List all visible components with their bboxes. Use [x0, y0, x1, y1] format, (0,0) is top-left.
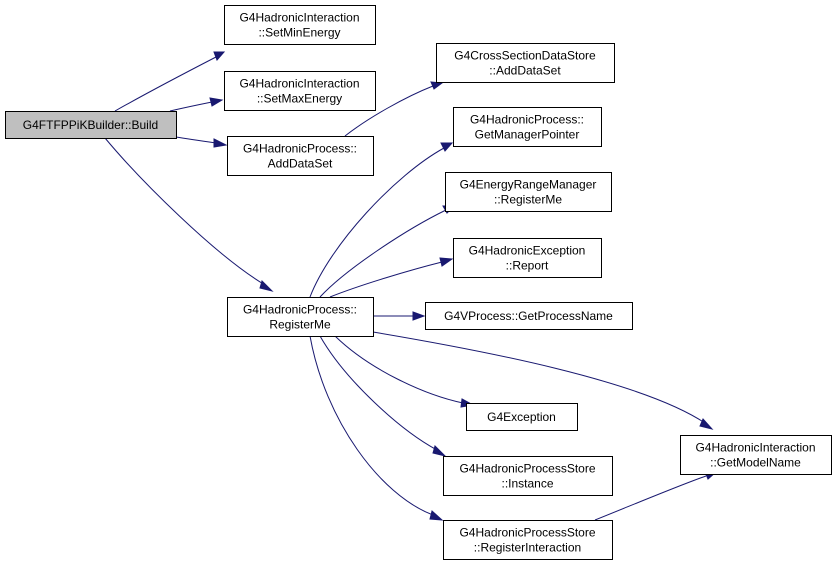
arrowhead-icon [213, 138, 228, 148]
node-label: G4HadronicProcessStore [459, 462, 595, 476]
edge-line [334, 335, 464, 404]
node-report[interactable]: G4HadronicException::Report [453, 238, 602, 278]
node-modelname[interactable]: G4HadronicInteraction::GetModelName [680, 435, 832, 475]
node-label: G4HadronicInteraction [239, 77, 359, 91]
edge-line [372, 331, 706, 424]
node-label: ::GetModelName [710, 456, 801, 470]
node-box[interactable] [443, 456, 613, 496]
edge-line [169, 101, 213, 112]
node-box[interactable] [5, 111, 177, 139]
node-box[interactable] [425, 302, 633, 330]
node-box[interactable] [453, 107, 602, 147]
node-label: G4HadronicInteraction [239, 11, 359, 25]
node-label: ::Report [506, 259, 549, 273]
arrowhead-icon [699, 418, 714, 430]
edge-line [319, 335, 438, 451]
edge-line [344, 85, 434, 137]
node-build[interactable]: G4FTFPPiKBuilder::Build [5, 111, 177, 139]
node-procname[interactable]: G4VProcess::GetProcessName [425, 302, 633, 330]
arrowhead-icon [429, 510, 444, 521]
edge-build-to-setmax [169, 97, 224, 112]
arrowhead-icon [430, 81, 444, 90]
node-label: G4HadronicInteraction [695, 441, 815, 455]
edge-register-to-report [329, 257, 454, 298]
node-register[interactable]: G4HadronicProcess::RegisterMe [227, 297, 374, 337]
node-label: G4FTFPPiKBuilder::Build [23, 118, 158, 132]
edge-line [319, 209, 447, 298]
arrowhead-icon [412, 311, 426, 321]
node-ermreg[interactable]: G4EnergyRangeManager::RegisterMe [445, 172, 612, 212]
node-label: G4VProcess::GetProcessName [444, 309, 613, 323]
node-reginter[interactable]: G4HadronicProcessStore::RegisterInteract… [443, 520, 613, 560]
node-label: AddDataSet [268, 157, 333, 171]
node-label: RegisterMe [269, 318, 331, 332]
edge-line [309, 147, 445, 298]
node-box[interactable] [680, 435, 832, 475]
node-label: G4HadronicProcess:: [243, 303, 357, 317]
edge-line [594, 475, 707, 521]
node-box[interactable] [224, 71, 376, 111]
node-g4exc[interactable]: G4Exception [466, 403, 578, 431]
node-label: ::Instance [501, 477, 553, 491]
call-nodes: G4FTFPPiKBuilder::BuildG4HadronicInterac… [5, 5, 832, 560]
node-instance[interactable]: G4HadronicProcessStore::Instance [443, 456, 613, 496]
node-box[interactable] [445, 172, 612, 212]
node-box[interactable] [224, 5, 376, 45]
node-setmin[interactable]: G4HadronicInteraction::SetMinEnergy [224, 5, 376, 45]
edge-build-to-adddata [175, 136, 228, 148]
edge-line [309, 335, 434, 516]
arrowhead-icon [259, 280, 274, 292]
edge-line [329, 261, 443, 298]
node-csadd[interactable]: G4CrossSectionDataStore::AddDataSet [436, 43, 615, 83]
node-adddata[interactable]: G4HadronicProcess::AddDataSet [227, 136, 374, 176]
node-box[interactable] [436, 43, 615, 83]
edge-line [175, 136, 217, 144]
edge-register-to-getmgr [309, 142, 454, 298]
node-box[interactable] [227, 297, 374, 337]
edge-build-to-setmin [114, 51, 226, 112]
node-label: G4Exception [487, 410, 556, 424]
edge-register-to-reginter [309, 335, 444, 521]
node-box[interactable] [453, 238, 602, 278]
node-label: ::RegisterMe [494, 193, 562, 207]
arrowhead-icon [432, 445, 447, 457]
node-label: ::SetMinEnergy [258, 26, 340, 40]
edge-reginter-to-modelname [594, 471, 718, 521]
node-getmgr[interactable]: G4HadronicProcess::GetManagerPointer [453, 107, 602, 147]
edge-adddata-to-csadd [344, 81, 444, 137]
node-setmax[interactable]: G4HadronicInteraction::SetMaxEnergy [224, 71, 376, 111]
node-label: G4HadronicProcess:: [243, 142, 357, 156]
edge-register-to-modelname [372, 331, 714, 430]
arrowhead-icon [209, 97, 224, 107]
node-label: G4CrossSectionDataStore [454, 49, 596, 63]
node-box[interactable] [227, 136, 374, 176]
arrowhead-icon [213, 51, 226, 61]
node-label: GetManagerPointer [475, 128, 580, 142]
arrowhead-icon [439, 257, 454, 267]
edge-line [114, 56, 217, 112]
node-label: G4HadronicException [469, 244, 586, 258]
node-label: G4HadronicProcessStore [459, 526, 595, 540]
node-label: ::AddDataSet [489, 64, 561, 78]
node-label: G4HadronicProcess:: [470, 113, 584, 127]
node-label: G4EnergyRangeManager [460, 178, 597, 192]
arrowhead-icon [440, 142, 454, 152]
node-box[interactable] [443, 520, 613, 560]
edge-register-to-procname [372, 311, 426, 321]
edge-register-to-ermreg [319, 205, 456, 298]
node-box[interactable] [466, 403, 578, 431]
edge-build-to-register [104, 137, 274, 292]
call-edges [104, 51, 718, 521]
edge-register-to-instance [319, 335, 447, 457]
node-label: ::RegisterInteraction [474, 541, 581, 555]
node-label: ::SetMaxEnergy [257, 92, 342, 106]
edge-line [104, 137, 266, 286]
